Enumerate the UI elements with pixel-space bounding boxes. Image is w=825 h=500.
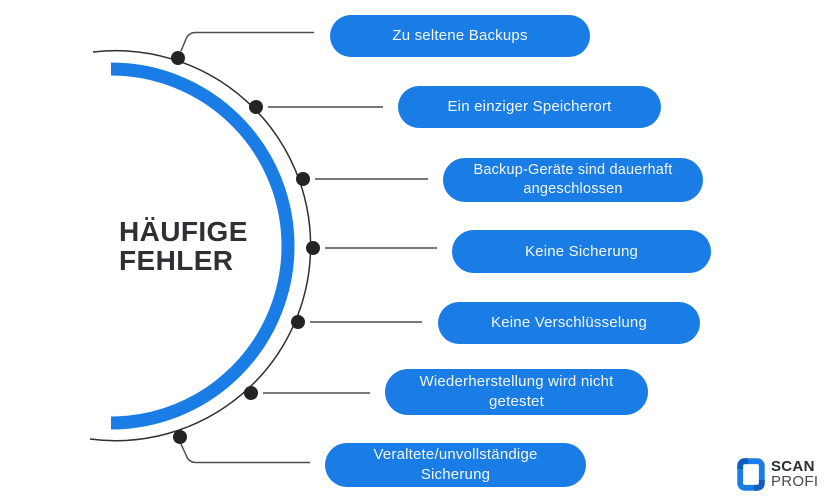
scanprofi-logo-icon — [737, 458, 765, 491]
diagram-title-line2: FEHLER — [119, 245, 234, 276]
item-pill-veraltete-sicherung: Veraltete/unvollständige Sicherung — [325, 443, 586, 487]
scanprofi-logo: SCAN PROFI — [737, 458, 818, 491]
item-pill-keine-sicherung: Keine Sicherung — [452, 230, 711, 273]
item-pill-ein-einziger-speicherort: Ein einziger Speicherort — [398, 86, 661, 128]
connector-line-7 — [180, 443, 310, 464]
node-dot-3 — [296, 172, 310, 186]
diagram-title-line1: HÄUFIGE — [119, 216, 248, 247]
item-pill-keine-verschluesselung: Keine Verschlüsselung — [438, 302, 700, 344]
node-dot-1 — [171, 51, 185, 65]
diagram-title: HÄUFIGE FEHLER — [119, 217, 248, 275]
inner-blue-arc — [110, 62, 295, 430]
item-pill-zu-seltene-backups: Zu seltene Backups — [330, 15, 590, 57]
node-dot-5 — [291, 315, 305, 329]
node-dot-6 — [244, 386, 258, 400]
logo-text-line1: SCAN — [771, 458, 815, 475]
node-dot-4 — [306, 241, 320, 255]
item-pill-backup-geraete: Backup-Geräte sind dauerhaft angeschloss… — [443, 158, 703, 202]
node-dot-2 — [249, 100, 263, 114]
item-pill-wiederherstellung: Wiederherstellung wird nicht getestet — [385, 369, 648, 415]
node-dot-7 — [173, 430, 187, 444]
logo-text-line2: PROFI — [771, 472, 819, 490]
scanprofi-logo-text: SCAN PROFI — [771, 458, 819, 490]
connector-line-1 — [180, 31, 314, 52]
